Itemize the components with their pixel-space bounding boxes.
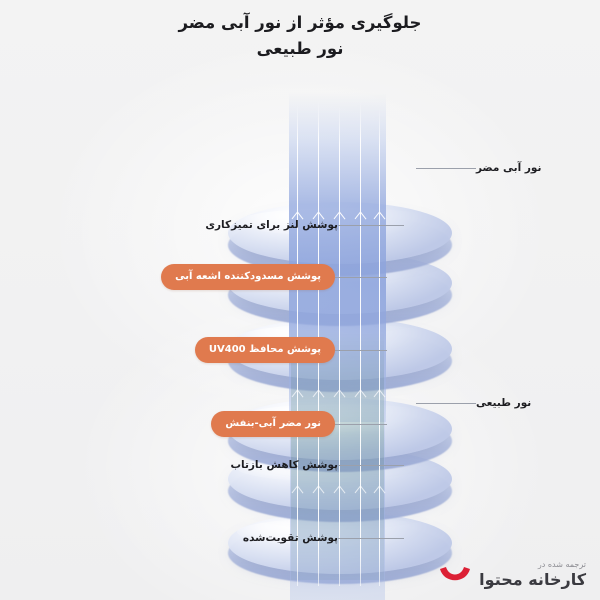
- callout-blue-light-blocking-coating-badge[interactable]: پوشش مسدودکننده اشعه آبی: [161, 264, 335, 290]
- callout-anti-smudge-coating-label: پوشش لنز برای تمیزکاری: [205, 219, 338, 231]
- callout-anti-reflective-coating[interactable]: پوشش کاهش بازتاب: [230, 458, 412, 472]
- callout-anti-reflective-coating-leader: [338, 464, 404, 466]
- callout-uv400-protective-coating-leader: [335, 349, 387, 351]
- watermark-text: ترجمه شده در کارخانه محتوا: [479, 559, 586, 590]
- callout-harmful-blue-violet-light-leader: [335, 423, 387, 425]
- callout-anti-reflective-coating-label: پوشش کاهش بازتاب: [230, 459, 338, 471]
- watermark-brand-name: کارخانه محتوا: [479, 570, 586, 589]
- watermark: ترجمه شده در کارخانه محتوا: [438, 559, 586, 590]
- page-title: جلوگیری مؤثر از نور آبی مضر نور طبیعی: [0, 10, 600, 62]
- callout-harmful-blue-violet-light-badge[interactable]: نور مضر آبی-بنفش: [211, 411, 335, 437]
- title-line-1: جلوگیری مؤثر از نور آبی مضر: [178, 13, 422, 32]
- callout-natural-light-label: نور طبیعی: [476, 397, 532, 409]
- callout-uv400-protective-coating-badge[interactable]: پوشش محافظ UV400: [194, 337, 335, 363]
- callout-hardened-coating-label: پوشش تقویت‌شده: [242, 532, 338, 544]
- callout-anti-smudge-coating-leader: [338, 224, 404, 226]
- callout-hardened-coating[interactable]: پوشش تقویت‌شده: [243, 531, 412, 545]
- callout-harmful-blue-light-label: نور آبی مضر: [476, 162, 542, 174]
- callout-anti-smudge-coating[interactable]: پوشش لنز برای تمیزکاری: [205, 218, 412, 232]
- callout-harmful-blue-light[interactable]: نور آبی مضر: [408, 161, 541, 175]
- callout-natural-light-leader: [416, 402, 476, 404]
- smile-swoosh-icon: [438, 564, 472, 590]
- title-line-2: نور طبیعی: [256, 39, 344, 58]
- callout-natural-light[interactable]: نور طبیعی: [408, 396, 531, 410]
- watermark-small-text: ترجمه شده در: [537, 560, 586, 569]
- callout-uv400-protective-coating[interactable]: پوشش محافظ UV400: [194, 337, 395, 363]
- callout-hardened-coating-leader: [338, 537, 404, 539]
- callout-harmful-blue-light-leader: [416, 167, 476, 169]
- callout-harmful-blue-violet-light[interactable]: نور مضر آبی-بنفش: [211, 411, 395, 437]
- callout-blue-light-blocking-coating[interactable]: پوشش مسدودکننده اشعه آبی: [161, 264, 395, 290]
- callout-blue-light-blocking-coating-leader: [335, 276, 387, 278]
